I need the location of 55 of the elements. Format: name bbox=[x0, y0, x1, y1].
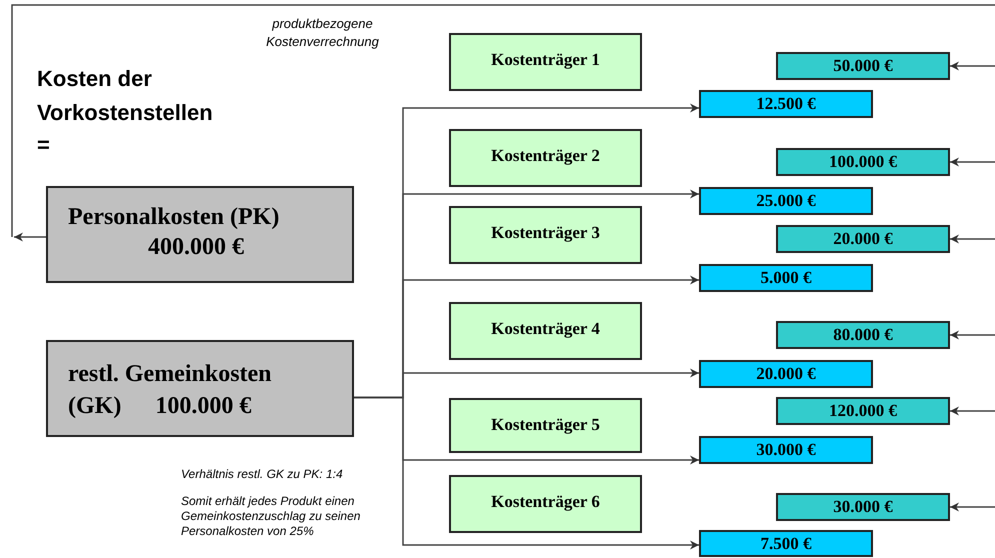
box-text: 5.000 € bbox=[760, 268, 812, 288]
arrow bbox=[950, 502, 995, 512]
note-text: Somit erhält jedes Produkt einen Gemeinkostenzuschlag zu seinen Personalkosten von 25% bbox=[181, 494, 362, 539]
cost-box bbox=[46, 186, 354, 283]
amount-box bbox=[776, 52, 950, 80]
cost-unit-box bbox=[449, 129, 642, 187]
heading-text: Kosten der Vorkostenstellen bbox=[37, 65, 214, 127]
box-text: Kostenträger 1 bbox=[491, 49, 600, 71]
box-text: 12.500 € bbox=[756, 94, 816, 114]
box-text: Kostenträger 4 bbox=[491, 318, 600, 340]
note-text: Verhältnis restl. GK zu PK: 1:4 bbox=[181, 467, 343, 482]
box-text: Kostenträger 2 bbox=[491, 145, 600, 167]
box-text: 20.000 € bbox=[756, 364, 816, 384]
amount-box bbox=[776, 493, 950, 521]
cost-unit-box bbox=[449, 398, 642, 453]
box-text: 120.000 € bbox=[829, 401, 897, 421]
arrow bbox=[950, 406, 995, 416]
amount-box bbox=[699, 264, 873, 292]
arrow bbox=[950, 158, 995, 166]
box-text: (GK) bbox=[68, 392, 122, 421]
arrow bbox=[950, 234, 995, 244]
box-text: 7.500 € bbox=[760, 534, 812, 554]
box-text: Kostenträger 6 bbox=[491, 491, 600, 513]
cost-unit-box bbox=[449, 206, 642, 264]
box-text: 20.000 € bbox=[833, 229, 893, 249]
box-text: 50.000 € bbox=[833, 56, 893, 76]
cost-box bbox=[46, 340, 354, 437]
amount-box bbox=[699, 436, 873, 464]
box-text: 100.000 € bbox=[155, 392, 252, 421]
annotation-text: produktbezogene Kostenverrechnung bbox=[265, 15, 380, 51]
arrow bbox=[14, 232, 46, 242]
arrow bbox=[950, 330, 995, 340]
amount-box bbox=[776, 321, 950, 349]
cost-unit-box bbox=[449, 33, 642, 91]
amount-box bbox=[776, 148, 950, 176]
amount-box bbox=[699, 187, 873, 215]
box-text: 400.000 € bbox=[148, 233, 244, 262]
box-text: 80.000 € bbox=[833, 325, 893, 345]
box-text: 25.000 € bbox=[756, 191, 816, 211]
amount-box bbox=[699, 360, 873, 388]
box-text: Personalkosten (PK) bbox=[68, 203, 280, 232]
amount-box bbox=[699, 530, 873, 557]
arrow bbox=[950, 62, 995, 70]
cost-unit-box bbox=[449, 302, 642, 360]
box-text: Kostenträger 3 bbox=[491, 222, 600, 244]
box-text: 30.000 € bbox=[833, 497, 893, 517]
cost-unit-box bbox=[449, 475, 642, 533]
box-text: Kostenträger 5 bbox=[491, 414, 600, 436]
amount-box bbox=[776, 397, 950, 425]
box-text: 30.000 € bbox=[756, 440, 816, 460]
amount-box bbox=[699, 90, 873, 118]
box-text: 100.000 € bbox=[829, 152, 897, 172]
amount-box bbox=[776, 225, 950, 253]
box-text: restl. Gemeinkosten bbox=[68, 360, 272, 389]
equals-sign: = bbox=[37, 131, 50, 159]
